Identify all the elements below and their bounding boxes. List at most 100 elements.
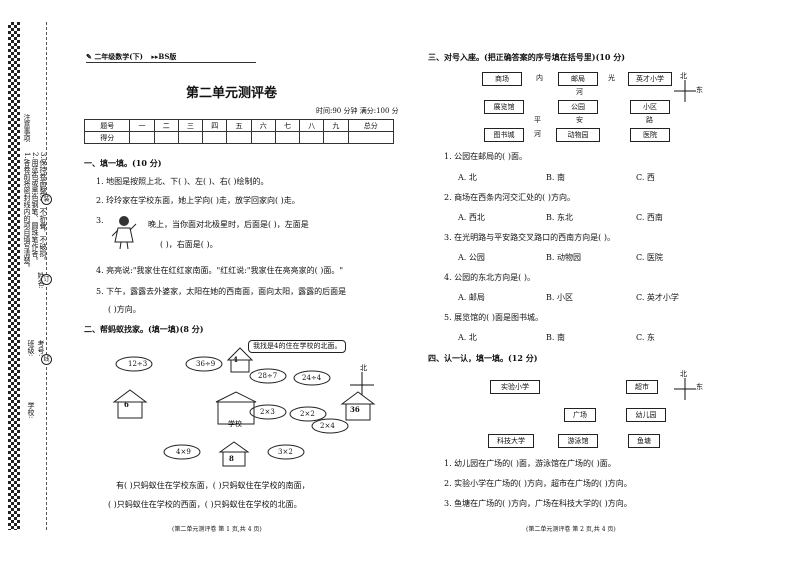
compass-icon <box>350 372 374 398</box>
map-box-book-city: 图书城 <box>484 128 524 142</box>
compass-icon <box>674 378 696 400</box>
s3-q5-opt-b[interactable]: B. 南 <box>546 333 565 342</box>
girl-figure-icon <box>111 216 137 250</box>
score-cell[interactable] <box>177 131 204 144</box>
binding-hole: 装 <box>41 194 52 205</box>
field-class: 班级: <box>27 340 35 357</box>
expr-3x2: 3×2 <box>278 448 293 456</box>
s3-north-label: 北 <box>680 72 687 80</box>
expr-12div3: 12÷3 <box>128 360 148 368</box>
map-label-nei: 内 <box>536 74 543 82</box>
score-cell[interactable] <box>323 131 349 144</box>
s1-item3-line1: 晚上，当你面对北极星时，后面是( )，左面是 <box>148 220 309 229</box>
score-cell[interactable] <box>202 131 228 144</box>
s3-q4-opt-a[interactable]: A. 邮局 <box>458 293 485 302</box>
score-cell[interactable] <box>274 131 301 144</box>
score-cell[interactable] <box>250 131 276 144</box>
s3-q4: 4. 公园的东北方向是( )。 <box>444 273 535 282</box>
expr-2x3: 2×3 <box>260 408 275 416</box>
s1-item3-line2: ( )，右面是( )。 <box>160 240 218 249</box>
field-id: 考号: <box>37 340 45 357</box>
map-label-he2: 河 <box>534 130 541 138</box>
footer-right: (第二单元测评卷 第 2 页,共 4 页) <box>526 526 616 533</box>
ant-map <box>112 347 376 467</box>
score-header: 七 <box>274 119 301 132</box>
school-building <box>215 391 257 425</box>
grade-label: ✎ 二年级数学(下) ▸▸BS版 <box>86 52 177 61</box>
checker-strip <box>8 22 20 530</box>
score-cell[interactable] <box>153 131 179 144</box>
school-label: 学校 <box>228 420 242 428</box>
s4-box-kindergarten: 幼儿园 <box>626 408 666 422</box>
s2-north-label: 北 <box>360 364 367 372</box>
s3-q1: 1. 公园在邮局的( )面。 <box>444 152 527 161</box>
s3-q2-opt-b[interactable]: B. 东北 <box>546 213 573 222</box>
score-header: 八 <box>299 119 325 132</box>
score-cell[interactable] <box>347 131 395 144</box>
expr-24div4: 24÷4 <box>302 374 322 382</box>
page-title: 第二单元测评卷 <box>186 86 278 101</box>
s1-item1: 1. 地图是按照上北、下( )、左( )、右( )绘制的。 <box>96 177 269 186</box>
score-header: 三 <box>177 119 204 132</box>
s4-box-swimming-pool: 游泳馆 <box>558 434 598 448</box>
score-label: 得分 <box>83 131 131 144</box>
s1-item3-num: 3. <box>96 216 104 225</box>
s1-item4: 4. 亮亮说:"我家住在红红家南面。"红红说:"我家住在亮亮家的( )面。" <box>96 266 344 275</box>
binding-hole: 订 <box>41 274 52 285</box>
time-score: 时间:90 分钟 满分:100 分 <box>316 107 399 115</box>
score-header: 一 <box>129 119 155 132</box>
header-rule <box>86 62 256 63</box>
expr-2x4: 2×4 <box>320 422 335 430</box>
s1-item5-line2: ( )方向。 <box>108 305 141 314</box>
map-label-ping: 平 <box>534 116 541 124</box>
s3-q2-opt-c[interactable]: C. 西南 <box>636 213 663 222</box>
binding-hole: 线 <box>41 354 52 365</box>
s4-item2: 2. 实验小学在广场的( )方向，超市在广场的( )方向。 <box>444 479 632 488</box>
s2-answer-line2: ( )只蚂蚁住在学校的西面，( )只蚂蚁住在学校的北面。 <box>108 500 302 509</box>
s3-q4-opt-b[interactable]: B. 小区 <box>546 293 573 302</box>
house-number-36: 36 <box>350 405 360 414</box>
compass-icon <box>674 80 696 102</box>
s3-q5: 5. 展览馆的( )面是图书城。 <box>444 313 543 322</box>
map-label-he1: 河 <box>576 88 583 96</box>
s3-q4-opt-c[interactable]: C. 英才小学 <box>636 293 679 302</box>
score-cell[interactable] <box>129 131 155 144</box>
score-cell[interactable] <box>226 131 252 144</box>
s3-q3-opt-a[interactable]: A. 公园 <box>458 253 485 262</box>
expr-4x9: 4×9 <box>176 448 191 456</box>
s4-box-fish-pond: 鱼塘 <box>628 434 660 448</box>
house-top <box>226 347 254 373</box>
s4-item1: 1. 幼儿园在广场的( )面，游泳馆在广场的( )面。 <box>444 459 616 468</box>
section3-title: 三、对号入座。(把正确答案的序号填在括号里)(10 分) <box>428 52 626 62</box>
section2-title: 二、帮蚂蚁找家。(填一填)(8 分) <box>84 324 204 334</box>
s3-q3-opt-c[interactable]: C. 医院 <box>636 253 663 262</box>
s3-q2-opt-a[interactable]: A. 西北 <box>458 213 485 222</box>
score-header: 总分 <box>347 119 395 132</box>
s4-item3: 3. 鱼塘在广场的( )方向，广场在科技大学的( )方向。 <box>444 499 632 508</box>
s4-box-square: 广场 <box>564 408 596 422</box>
score-header: 六 <box>250 119 276 132</box>
map-box-post-office: 邮局 <box>558 72 598 86</box>
map-label-guang: 光 <box>608 74 615 82</box>
note-1: 1.答卷前将密封线内的项目填写清楚。 <box>23 152 31 271</box>
house-number-6: 6 <box>124 400 129 409</box>
s3-q1-opt-c[interactable]: C. 西 <box>636 173 655 182</box>
score-header: 五 <box>226 119 252 132</box>
expr-28div7: 28÷7 <box>258 372 278 380</box>
section4-title: 四、认一认，填一填。(12 分) <box>428 353 538 363</box>
s3-q1-opt-b[interactable]: B. 南 <box>546 173 565 182</box>
expr-36div9: 36÷9 <box>196 360 216 368</box>
score-cell[interactable] <box>299 131 325 144</box>
s3-q1-opt-a[interactable]: A. 北 <box>458 173 477 182</box>
s4-north-label: 北 <box>680 370 687 378</box>
s3-q5-opt-a[interactable]: A. 北 <box>458 333 477 342</box>
house-number-8: 8 <box>229 454 234 463</box>
map-box-park: 公园 <box>558 100 598 114</box>
map-box-yingcai-school: 英才小学 <box>628 72 672 86</box>
s3-q3-opt-b[interactable]: B. 动物园 <box>546 253 581 262</box>
s3-q5-opt-c[interactable]: C. 东 <box>636 333 655 342</box>
s3-q3: 3. 在光明路与平安路交叉路口的西南方向是( )。 <box>444 233 615 242</box>
score-table: 题号 一 二 三 四 五 六 七 八 九 总分 得分 <box>83 119 395 144</box>
map-box-residential: 小区 <box>630 100 670 114</box>
map-box-hospital: 医院 <box>630 128 670 142</box>
